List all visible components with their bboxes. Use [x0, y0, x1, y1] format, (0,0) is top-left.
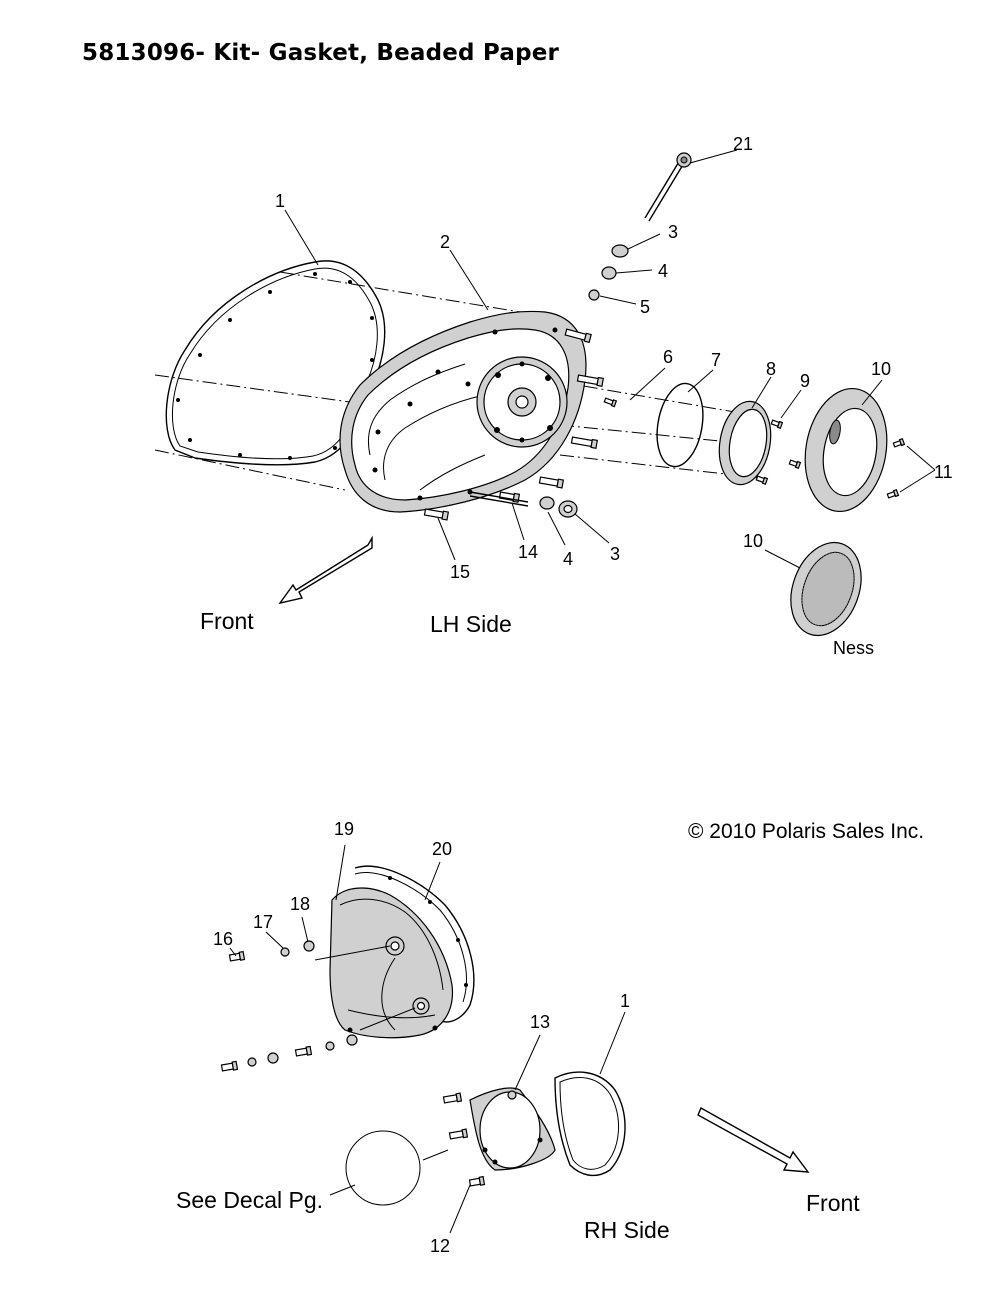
- primary-cover: [339, 310, 587, 513]
- callout-1: 1: [275, 191, 285, 211]
- alignment-lines: [154, 271, 761, 491]
- front-arrow-lh-icon: [278, 535, 373, 605]
- callout-18: 18: [290, 894, 310, 914]
- screw-11b: [886, 488, 900, 499]
- callout-4b: 4: [563, 549, 573, 569]
- lh-side-label: LH Side: [430, 611, 512, 637]
- lh-side-assembly: 21 1 2 3 4 5 6 7 8 9 10 11 14 4 3 15 10 …: [154, 134, 953, 658]
- screw-6: [603, 397, 618, 408]
- screw-9b: [788, 459, 802, 470]
- spacer-top: [588, 289, 600, 301]
- bushing-top: [601, 266, 617, 280]
- callout-3: 3: [668, 222, 678, 242]
- inspection-ring: [718, 400, 772, 486]
- ness-label: Ness: [833, 638, 874, 658]
- front-label-lh: Front: [200, 608, 254, 634]
- rh-side-label: RH Side: [584, 1217, 670, 1243]
- decal-circle: [345, 1130, 421, 1206]
- cam-plate-bolts: [442, 1092, 486, 1187]
- callout-9: 9: [800, 371, 810, 391]
- callout-19: 19: [334, 819, 354, 839]
- cam-cover-bolts-lower: [220, 1034, 358, 1072]
- leader-lines-rh: [229, 844, 626, 1234]
- document-title: 5813096- Kit- Gasket, Beaded Paper: [82, 40, 560, 66]
- callout-16: 16: [213, 929, 233, 949]
- cam-cover-gasket: [354, 865, 475, 1023]
- callout-15: 15: [450, 562, 470, 582]
- callout-10: 10: [871, 359, 891, 379]
- callout-4: 4: [658, 261, 668, 281]
- front-label-rh: Front: [806, 1190, 860, 1216]
- copyright: © 2010 Polaris Sales Inc.: [688, 820, 924, 843]
- callout-8: 8: [766, 359, 776, 379]
- cam-cover-bolts-upper: [228, 940, 315, 962]
- callout-20: 20: [432, 839, 452, 859]
- callout-6: 6: [663, 347, 673, 367]
- cam-gasket: [554, 1071, 626, 1177]
- callout-17: 17: [253, 912, 273, 932]
- ness-derby-cover: [790, 541, 862, 637]
- front-arrow-rh-icon: [697, 1107, 810, 1173]
- decal-label: See Decal Pg.: [176, 1187, 323, 1213]
- cover-bolts: [423, 328, 605, 521]
- callout-1-rh: 1: [620, 991, 630, 1011]
- rh-side-assembly: 19 20 18 17 16 13 1 12 See Decal Pg. Fro…: [176, 819, 860, 1256]
- callout-7: 7: [711, 350, 721, 370]
- screw-9: [770, 419, 784, 430]
- primary-cover-gasket: [165, 260, 386, 466]
- cam-cover: [329, 887, 454, 1039]
- shift-rod: [469, 491, 529, 507]
- screw-11a: [892, 437, 906, 448]
- callout-5: 5: [640, 297, 650, 317]
- seal-top: [611, 244, 629, 258]
- screw-9c: [755, 475, 769, 486]
- cam-plate: [469, 1087, 556, 1171]
- bushing-bottom: [539, 496, 555, 510]
- callout-14: 14: [518, 542, 538, 562]
- callout-11: 11: [934, 462, 953, 482]
- callout-2: 2: [440, 232, 450, 252]
- o-ring-seal: [656, 382, 704, 468]
- derby-cover: [804, 387, 888, 513]
- callout-13: 13: [530, 1012, 550, 1032]
- leader-lines-lh: [284, 149, 936, 569]
- callout-10b: 10: [743, 531, 763, 551]
- callout-12: 12: [430, 1236, 450, 1256]
- shift-shaft: [644, 152, 692, 222]
- callout-3b: 3: [610, 544, 620, 564]
- callout-21: 21: [733, 134, 753, 154]
